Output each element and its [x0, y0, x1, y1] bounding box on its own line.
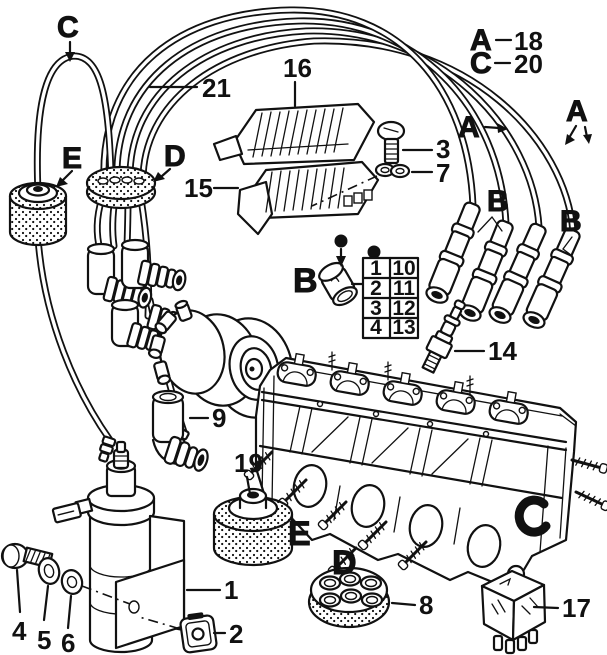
callout-7: 7 [410, 158, 450, 188]
callout-letter: B [560, 205, 582, 238]
callout-2: 2 [212, 619, 243, 649]
arrow-down-icon [583, 134, 592, 144]
callout-number: 9 [212, 403, 226, 433]
arrow-down-left-icon [153, 172, 165, 182]
callout-14: 14 [453, 336, 517, 366]
callout-letter: A [566, 95, 588, 128]
callout-number: 20 [514, 49, 543, 79]
elbow-boot-9 [151, 389, 209, 472]
table-cell: 13 [392, 316, 415, 339]
callout-number: 19 [234, 448, 263, 478]
callout-number: 7 [436, 158, 450, 188]
wire-grommet-e [8, 181, 68, 247]
callout-e-bottom: E [288, 515, 312, 554]
callout-letter: D [164, 140, 186, 173]
callout-letter: A [470, 24, 492, 57]
callout-a-right: A [565, 95, 592, 145]
callout-number: 8 [419, 590, 433, 620]
washers-7 [311, 162, 411, 207]
callout-b-left: B [477, 185, 509, 233]
callout-number: 3 [436, 134, 450, 164]
relay-17 [480, 569, 547, 655]
callout-number: 21 [202, 73, 231, 103]
arrow-down-icon [65, 52, 75, 62]
screw-3 [376, 120, 406, 165]
callout-21: 21 [148, 73, 231, 103]
table-cell: 3 [370, 297, 382, 320]
callout-number: 2 [229, 619, 243, 649]
callout-letter: E [288, 515, 311, 553]
cable-cover-15 [236, 160, 380, 236]
cylinder-table: 1 10 2 11 3 12 4 13 [350, 256, 420, 340]
callout-3: 3 [401, 134, 450, 164]
callout-number: 5 [37, 625, 51, 655]
callout-17: 17 [532, 593, 591, 623]
callout-letter: A [458, 111, 480, 144]
callout-b-right: B [560, 205, 582, 256]
callout-letter: D [332, 544, 357, 582]
clip-nut-2 [136, 612, 218, 654]
callout-1: 1 [185, 575, 238, 605]
cylinder-head [241, 351, 607, 592]
coil-bracket [114, 514, 186, 650]
table-cell: 10 [392, 257, 415, 280]
callout-dots [334, 234, 381, 267]
lock-washer-5 [37, 557, 61, 585]
callout-d-bottom: D [332, 544, 358, 583]
callout-8: 8 [390, 590, 433, 620]
arrow-down-icon [336, 256, 346, 267]
callout-a-18: A 18 [470, 24, 543, 58]
callout-letter: E [62, 142, 82, 175]
callout-4: 4 [12, 568, 27, 646]
callout-number: 4 [12, 616, 27, 646]
callout-letter: C [57, 11, 79, 44]
elbow-connectors [86, 238, 199, 360]
callout-b-mid: B [293, 262, 319, 301]
callout-19: 19 [234, 448, 263, 496]
spark-plug-wire-set [33, 6, 577, 236]
arrow-right-icon [497, 123, 508, 133]
callout-number: 15 [184, 173, 213, 203]
table-cell: 4 [370, 316, 382, 339]
grommet-19 [212, 487, 294, 567]
washer-6 [60, 569, 131, 605]
callout-5: 5 [37, 584, 51, 655]
callout-letter: B [293, 262, 318, 300]
wire-holder-8 [307, 566, 391, 629]
spark-plug [421, 299, 466, 374]
callout-number: 1 [224, 575, 238, 605]
table-cell: 12 [392, 297, 415, 320]
table-cell: 11 [393, 277, 416, 300]
cable-cover-16 [212, 102, 376, 166]
callout-9: 9 [188, 403, 226, 433]
callout-letter: C [470, 47, 492, 80]
connector-b-part [318, 261, 358, 307]
arrow-down-left-icon [565, 134, 575, 145]
arrow-down-left-icon [56, 177, 68, 187]
wire-grommet-d [85, 165, 157, 210]
callout-number: 18 [514, 26, 543, 56]
callout-number: 16 [283, 53, 312, 83]
callout-letter: B [487, 185, 509, 218]
callout-d-left: D [153, 140, 186, 182]
callout-16: 16 [283, 53, 312, 108]
callout-number: 6 [61, 628, 75, 655]
callout-6: 6 [61, 594, 75, 655]
callout-c-top: C [57, 11, 79, 62]
callout-a-mid: A [458, 111, 508, 145]
callout-number: 14 [488, 336, 517, 366]
callout-15: 15 [184, 173, 240, 203]
coil-spade-terminal [51, 497, 94, 524]
table-cell: 2 [370, 277, 382, 300]
callout-e-left: E [56, 142, 83, 187]
callout-c-20: C 20 [470, 47, 543, 81]
mounting-screw-4 [0, 542, 54, 570]
table-cell: 1 [370, 257, 382, 280]
coil-lead-terminal [98, 435, 117, 463]
callout-number: 17 [562, 593, 591, 623]
